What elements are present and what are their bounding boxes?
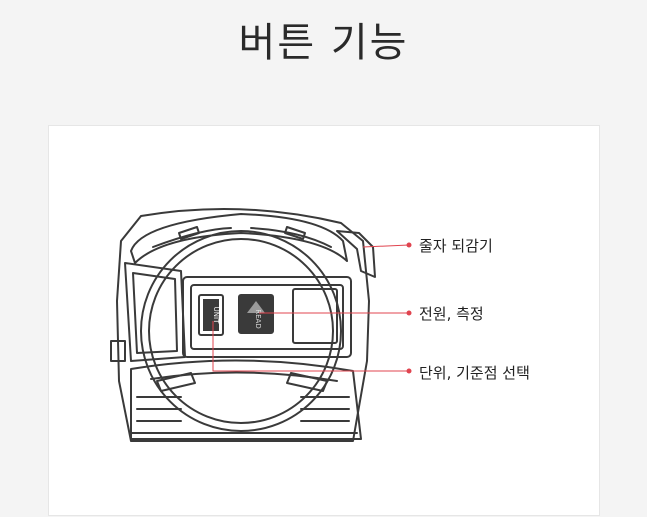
reel-wheel bbox=[140, 230, 342, 432]
callout-label-unit: 단위, 기준점 선택 bbox=[419, 364, 530, 382]
top-bumper bbox=[130, 213, 348, 264]
callout-line-unit bbox=[212, 321, 409, 372]
callout-label-power: 전원, 측정 bbox=[419, 305, 484, 323]
belt-clip bbox=[336, 230, 376, 278]
read-button bbox=[238, 294, 274, 334]
diagram-panel: UNIT READ 줄자 되감기 전원, 측정 단위, 기준점 선택 bbox=[48, 125, 600, 516]
tape-measure-diagram: UNIT READ bbox=[110, 207, 412, 442]
read-button-text: READ bbox=[254, 309, 262, 328]
unit-button-text: UNIT bbox=[212, 307, 220, 324]
page-title: 버튼 기능 bbox=[238, 20, 409, 66]
button-panel bbox=[182, 276, 352, 358]
housing-outline bbox=[116, 207, 370, 442]
callout-line-rewind bbox=[362, 244, 410, 248]
read-arrow-icon bbox=[247, 301, 265, 313]
callout-label-rewind: 줄자 되감기 bbox=[419, 237, 493, 255]
